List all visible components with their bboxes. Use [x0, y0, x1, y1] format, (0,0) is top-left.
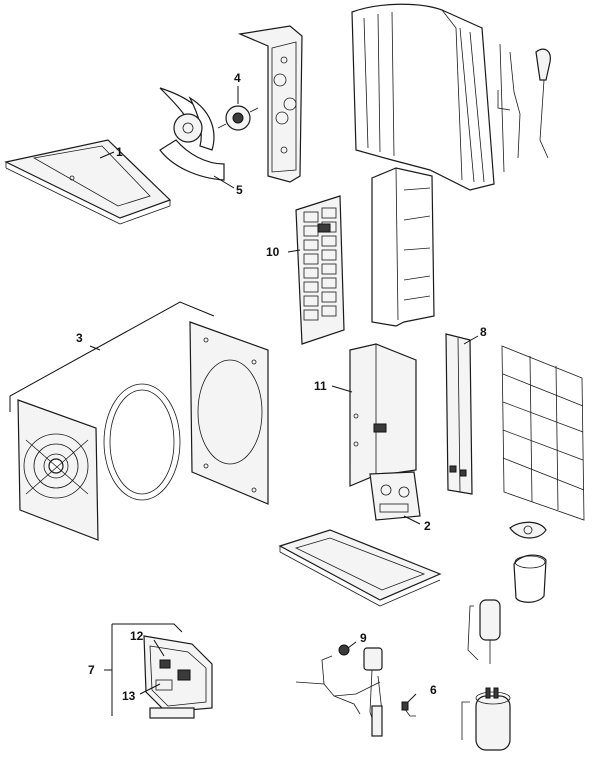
callout-10: 10 — [266, 245, 280, 259]
electrical-box-cover — [295, 195, 345, 345]
wire-guard — [501, 345, 585, 521]
compressor-mount-plate — [509, 521, 547, 539]
fan-blade — [159, 87, 225, 181]
terminal-cover — [369, 471, 421, 521]
condenser-coil — [351, 3, 495, 191]
right-side-panel — [445, 333, 473, 495]
callout-9: 9 — [360, 631, 367, 645]
partition-plate — [349, 343, 417, 487]
four-way-valve-assembly — [295, 644, 383, 737]
callout-1: 1 — [116, 145, 123, 159]
motor-support-bracket — [237, 25, 303, 183]
callout-11: 11 — [314, 379, 327, 393]
callout-labels: 1 2 3 4 5 6 7 8 9 10 11 12 13 — [76, 71, 487, 703]
rear-side-panel — [371, 167, 435, 327]
callout-4: 4 — [234, 71, 241, 85]
compressor-sound-jacket — [513, 554, 547, 603]
callout-7: 7 — [88, 663, 95, 677]
callout-6: 6 — [430, 683, 437, 697]
leader-lines — [9, 86, 479, 716]
compressor — [461, 687, 511, 751]
top-cover-panel — [4, 139, 172, 225]
callout-8: 8 — [480, 325, 487, 339]
temperature-sensor — [401, 701, 416, 717]
callout-5: 5 — [236, 183, 243, 197]
callout-3: 3 — [76, 331, 83, 345]
front-panel — [189, 321, 269, 505]
fan-orifice-ring — [103, 383, 181, 501]
coil-pipe-assembly — [497, 43, 551, 173]
accumulator — [467, 599, 501, 664]
callout-12: 12 — [130, 629, 144, 643]
control-board-assembly — [143, 635, 213, 719]
base-pan — [278, 529, 442, 607]
front-grille — [17, 399, 99, 541]
fan-motor — [217, 105, 259, 131]
callout-2: 2 — [424, 519, 431, 533]
callout-13: 13 — [122, 689, 136, 703]
